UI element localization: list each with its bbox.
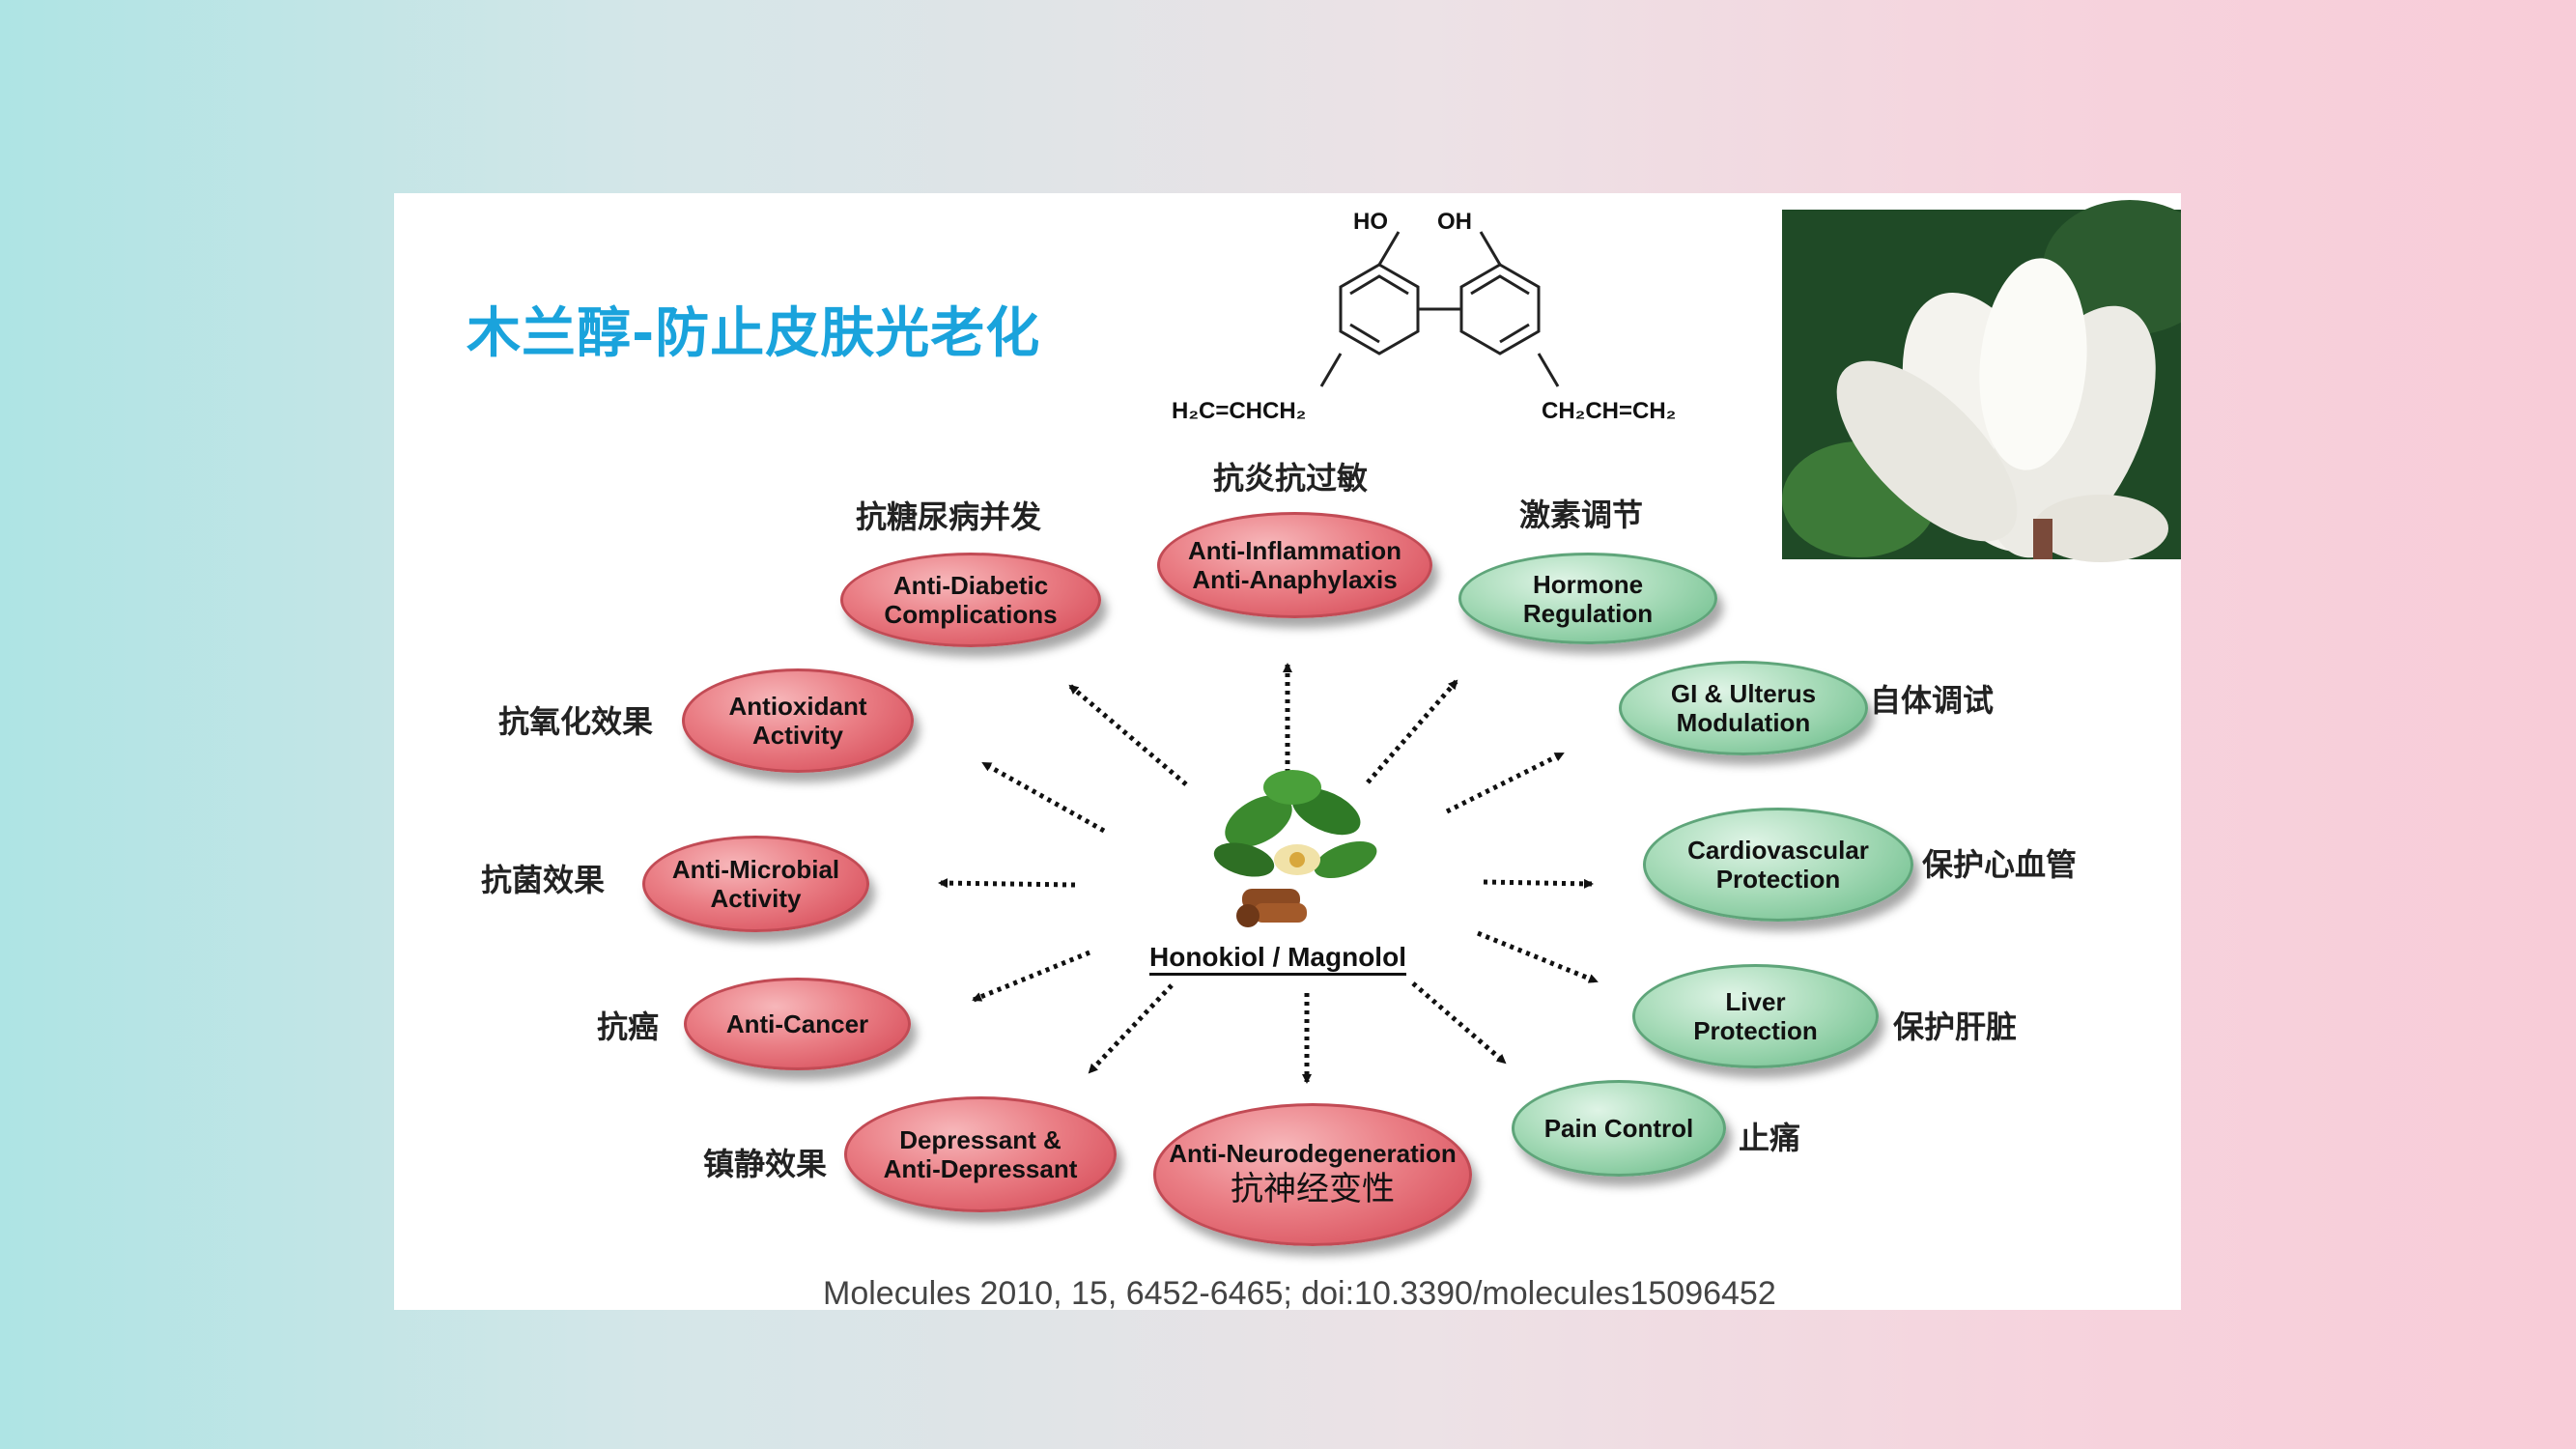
anti-diabetic-cn: 抗糖尿病并发: [856, 498, 1042, 535]
node-label-line: Protection: [1693, 1016, 1818, 1045]
cardio-cn: 保护心血管: [1922, 846, 2078, 883]
node-label-line: Depressant &: [899, 1125, 1062, 1154]
left-benzene-ring: [1339, 263, 1420, 355]
node-label-line: Regulation: [1522, 598, 1654, 628]
node-label-line: Activity: [752, 721, 843, 750]
arrow-antimicrobial: [938, 878, 1076, 889]
arrow-gi: [1445, 751, 1565, 814]
arrow-hormone: [1366, 679, 1458, 784]
node-label-line: Anti-Cancer: [725, 1009, 869, 1038]
node-label-line: Activity: [710, 884, 802, 913]
node-label-line: Hormone: [1532, 569, 1644, 599]
citation: Molecules 2010, 15, 6452-6465; doi:10.33…: [823, 1275, 1776, 1312]
page-title: 木兰醇-防止皮肤光老化: [467, 302, 1041, 365]
hormone-cn: 激素调节: [1519, 497, 1644, 533]
depressant-node: Depressant & Anti-Depressant: [844, 1096, 1117, 1212]
left-allyl-label: H₂C=CHCH₂: [1172, 398, 1307, 424]
node-label-line: Anti-Microbial: [671, 855, 840, 884]
magnolia-flower-photo: [1782, 200, 2181, 562]
node-label-line: Anti-Neurodegeneration: [1169, 1139, 1457, 1168]
center-label: Honokiol / Magnolol: [1149, 942, 1406, 976]
node-label-line: Anti-Inflammation: [1188, 536, 1401, 565]
chemical-structure: [1319, 231, 1560, 387]
diagram-graphics: [938, 200, 2181, 1084]
anti-inflammation-node: Anti-Inflammation Anti-Anaphylaxis: [1157, 512, 1432, 618]
node-label-line: Complications: [884, 600, 1058, 629]
pain-cn: 止痛: [1739, 1120, 1801, 1156]
arrow-anti-diabetic: [1068, 684, 1188, 786]
liver-node: Liver Protection: [1632, 964, 1879, 1068]
arrow-liver: [1477, 930, 1599, 984]
node-label-line: Anti-Diabetic: [892, 571, 1049, 600]
anticancer-cn: 抗癌: [597, 1009, 660, 1045]
magnolia-bark-plant-icon: [1213, 770, 1377, 927]
cardio-node: Cardiovascular Protection: [1643, 808, 1913, 922]
anticancer-node: Anti-Cancer: [684, 978, 911, 1070]
gi-cn: 自体调试: [1870, 682, 1995, 719]
node-label-line: Antioxidant: [728, 692, 867, 721]
ho-bond: [1377, 231, 1401, 266]
neuro-cn: 抗神经变性: [1231, 1170, 1395, 1208]
arrow-cardio: [1483, 878, 1594, 889]
depressant-cn: 镇静效果: [703, 1146, 828, 1182]
effect-arrows: [938, 663, 1599, 1084]
ho-label: HO: [1353, 209, 1388, 235]
node-label-line: Pain Control: [1543, 1114, 1694, 1143]
arrow-depressant: [1088, 983, 1174, 1074]
node-label-line: GI & Ulterus: [1670, 679, 1817, 708]
right-benzene-ring: [1459, 263, 1541, 355]
node-label-line: Cardiovascular: [1687, 836, 1869, 865]
neuro-node: Anti-Neurodegeneration 抗神经变性: [1153, 1103, 1472, 1246]
hormone-node: Hormone Regulation: [1458, 553, 1717, 644]
node-label-line: Modulation: [1676, 708, 1811, 737]
right-allyl-label: CH₂CH=CH₂: [1542, 398, 1677, 424]
oh-label: OH: [1437, 209, 1472, 235]
right-allyl-bond: [1537, 353, 1560, 387]
node-label-line: Anti-Anaphylaxis: [1192, 565, 1398, 594]
left-allyl-bond: [1319, 353, 1343, 387]
figure-panel: 木兰醇-防止皮肤光老化 HO OH H₂C=CHCH₂ CH₂CH=CH₂ An…: [394, 193, 2181, 1312]
antimicrobial-node: Anti-Microbial Activity: [642, 836, 869, 932]
arrow-pain: [1411, 981, 1507, 1065]
anti-inflammation-cn: 抗炎抗过敏: [1213, 460, 1369, 497]
antioxidant-cn: 抗氧化效果: [498, 703, 654, 740]
liver-cn: 保护肝脏: [1893, 1009, 2018, 1045]
arrow-anticancer: [972, 950, 1090, 1003]
pain-node: Pain Control: [1512, 1080, 1726, 1177]
anti-diabetic-node: Anti-Diabetic Complications: [840, 553, 1101, 647]
arrow-antioxidant: [981, 760, 1106, 834]
antimicrobial-cn: 抗菌效果: [481, 862, 606, 898]
left-ring-inner-bond: [1349, 274, 1409, 296]
antioxidant-node: Antioxidant Activity: [682, 668, 914, 773]
node-label-line: Anti-Depressant: [883, 1154, 1078, 1183]
oh-bond: [1479, 231, 1502, 266]
node-label-line: Liver: [1725, 987, 1786, 1016]
node-label-line: Protection: [1715, 865, 1841, 894]
gi-node: GI & Ulterus Modulation: [1619, 661, 1868, 755]
